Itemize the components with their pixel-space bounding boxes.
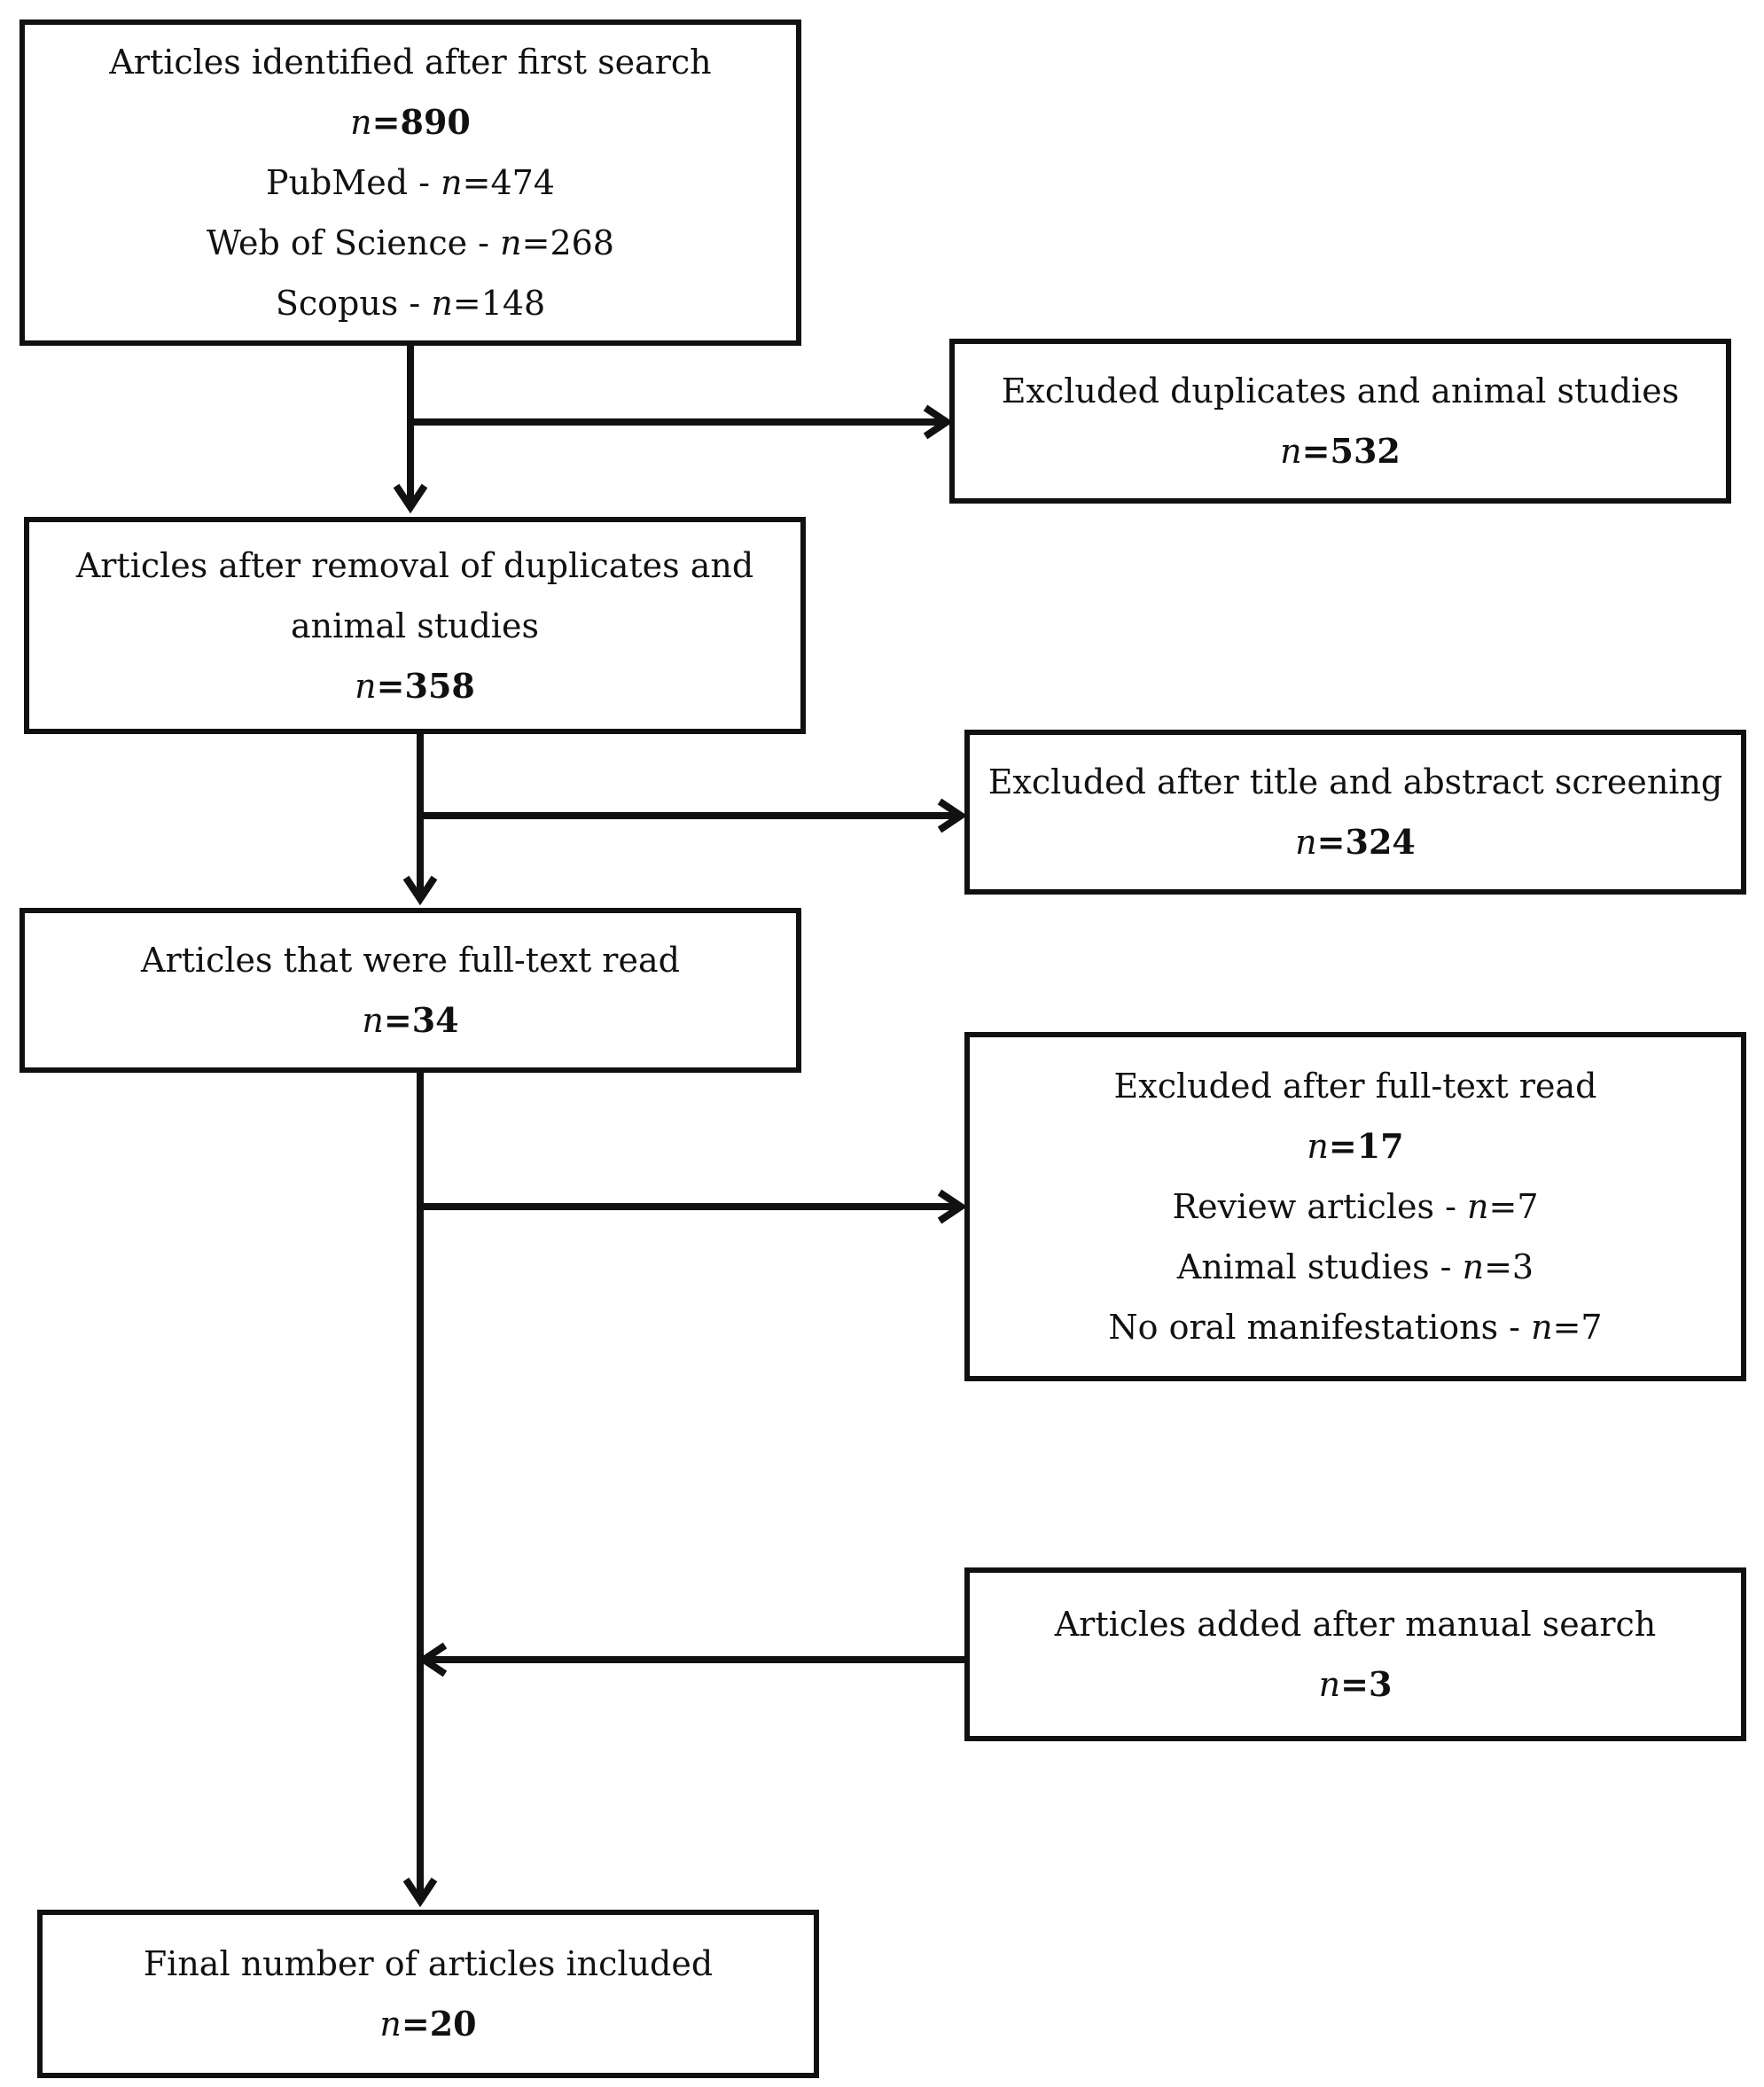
n-symbol: n	[362, 1001, 384, 1040]
identified-title: Articles identified after first search	[109, 43, 712, 82]
n-symbol: n	[1531, 1308, 1553, 1347]
n-symbol: n	[1318, 1665, 1341, 1704]
arrowhead-title-abstract-excluded	[937, 798, 968, 833]
equals-sign: =	[1301, 431, 1331, 471]
equals-sign: =	[401, 2004, 430, 2044]
reason-value: 3	[1511, 1247, 1534, 1286]
final-included-box: Final number of articles included n=20	[37, 1910, 819, 2078]
n-symbol: n	[1280, 432, 1302, 471]
equals-sign: =	[1340, 1664, 1369, 1704]
n-symbol: n	[379, 2005, 402, 2044]
n-symbol: n	[350, 103, 372, 142]
equals-sign: =	[376, 665, 405, 706]
final-included-value: 20	[429, 2004, 477, 2044]
equals-sign: =	[1552, 1308, 1581, 1347]
after-dedup-total: n=358	[355, 656, 475, 716]
full-text-excluded-box: Excluded after full-text read n=17 Revie…	[964, 1032, 1746, 1381]
reason-no-oral-manifestations: No oral manifestations - n=7	[1108, 1297, 1602, 1357]
equals-sign: =	[1488, 1187, 1518, 1226]
title-abstract-excluded-box: Excluded after title and abstract screen…	[964, 730, 1746, 895]
n-symbol: n	[431, 284, 453, 323]
source-pubmed: PubMed - n=474	[266, 152, 555, 213]
source-value: 148	[480, 284, 546, 323]
source-value: 474	[490, 163, 555, 202]
n-symbol: n	[1462, 1247, 1485, 1286]
reason-animal-studies: Animal studies - n=3	[1177, 1237, 1534, 1297]
manual-search-box: Articles added after manual search n=3	[964, 1567, 1746, 1741]
equals-sign: =	[1328, 1126, 1357, 1166]
source-scopus: Scopus - n=148	[276, 273, 545, 333]
reason-label: No oral manifestations -	[1108, 1308, 1532, 1347]
full-text-excluded-value: 17	[1356, 1126, 1404, 1166]
title-abstract-excluded-value: 324	[1345, 822, 1416, 862]
arrowhead-final	[402, 1877, 438, 1908]
after-dedup-title-line2: animal studies	[291, 606, 539, 645]
equals-sign: =	[452, 284, 481, 323]
n-symbol: n	[1307, 1127, 1329, 1166]
n-symbol: n	[500, 223, 522, 262]
arrowhead-manual	[417, 1642, 448, 1677]
reason-label: Animal studies -	[1176, 1247, 1463, 1286]
n-symbol: n	[1295, 823, 1317, 862]
reason-review-articles: Review articles - n=7	[1173, 1176, 1539, 1237]
full-text-read-total: n=34	[362, 990, 458, 1051]
reason-value: 7	[1581, 1308, 1603, 1347]
source-label: Web of Science -	[207, 223, 501, 262]
identified-total-value: 890	[400, 102, 471, 142]
source-label: Scopus -	[275, 284, 432, 323]
arrowhead-fulltext	[402, 875, 438, 906]
after-dedup-title-line1: Articles after removal of duplicates and	[75, 545, 754, 585]
duplicates-excluded-box: Excluded duplicates and animal studies n…	[949, 339, 1731, 504]
arrowhead-dedup	[393, 483, 428, 514]
equals-sign: =	[383, 1000, 412, 1040]
source-web-of-science: Web of Science - n=268	[207, 213, 614, 273]
reason-value: 7	[1517, 1187, 1539, 1226]
after-dedup-value: 358	[404, 665, 475, 706]
reason-label: Review articles -	[1172, 1187, 1467, 1226]
identified-box: Articles identified after first search n…	[20, 20, 801, 346]
manual-search-value: 3	[1368, 1664, 1393, 1704]
full-text-excluded-total: n=17	[1307, 1116, 1403, 1176]
n-symbol: n	[355, 666, 377, 706]
duplicates-excluded-value: 532	[1330, 431, 1401, 471]
equals-sign: =	[1484, 1247, 1512, 1286]
equals-sign: =	[1316, 822, 1346, 862]
manual-search-total: n=3	[1319, 1654, 1393, 1715]
title-abstract-excluded-total: n=324	[1295, 812, 1416, 872]
manual-search-title: Articles added after manual search	[1054, 1605, 1657, 1644]
duplicates-excluded-total: n=532	[1280, 421, 1401, 481]
full-text-read-title: Articles that were full-text read	[141, 941, 680, 980]
equals-sign: =	[521, 223, 550, 262]
equals-sign: =	[462, 163, 491, 202]
arrowhead-duplicates-excluded	[923, 404, 954, 440]
source-label: PubMed -	[266, 163, 441, 202]
full-text-read-value: 34	[411, 1000, 459, 1040]
n-symbol: n	[1466, 1187, 1489, 1226]
after-dedup-box: Articles after removal of duplicates and…	[24, 517, 806, 734]
source-value: 268	[550, 223, 614, 262]
equals-sign: =	[371, 102, 401, 142]
full-text-read-box: Articles that were full-text read n=34	[20, 908, 801, 1073]
identified-total: n=890	[350, 92, 471, 152]
duplicates-excluded-title: Excluded duplicates and animal studies	[1001, 371, 1680, 410]
arrowhead-fulltext-excluded	[937, 1189, 968, 1224]
full-text-excluded-title: Excluded after full-text read	[1113, 1067, 1597, 1106]
title-abstract-excluded-title: Excluded after title and abstract screen…	[987, 762, 1723, 801]
final-included-total: n=20	[379, 1994, 476, 2054]
final-included-title: Final number of articles included	[143, 1944, 714, 1983]
n-symbol: n	[441, 163, 463, 202]
